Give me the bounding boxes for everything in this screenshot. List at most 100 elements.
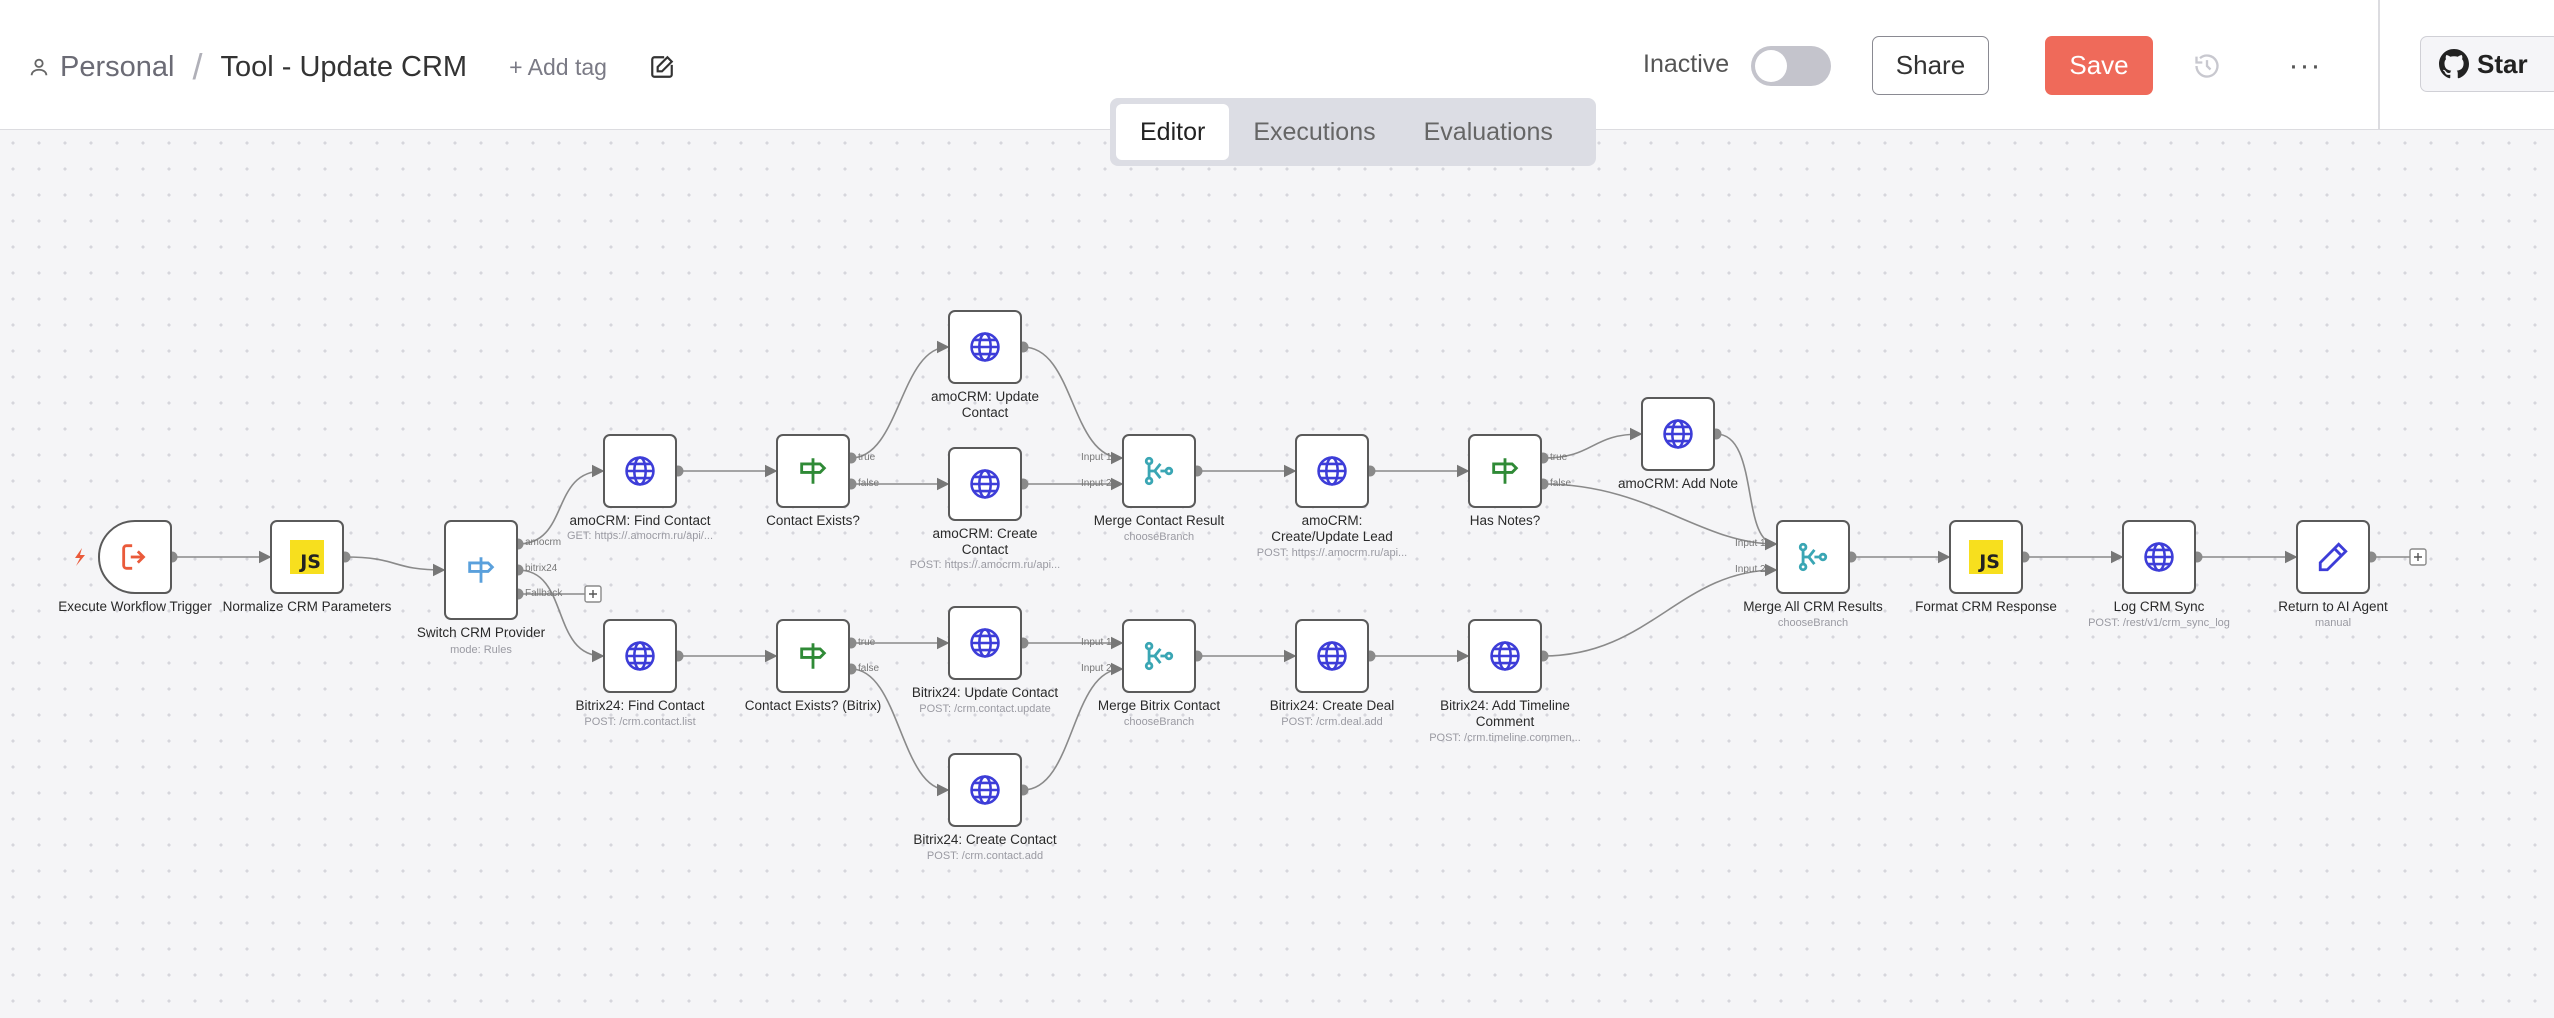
node-subtitle: POST: /crm.contact.list <box>584 716 696 728</box>
view-tabs: Editor Executions Evaluations <box>1110 98 1596 166</box>
node-label: Normalize CRM Parameters <box>222 599 392 614</box>
toggle-knob <box>1755 50 1787 82</box>
node-subtitle: POST: https://.amocrm.ru/api... <box>909 559 1061 571</box>
pencil-icon <box>2318 542 2348 572</box>
js-icon: JS <box>290 540 324 574</box>
workspace-link[interactable]: Personal <box>60 50 175 83</box>
wire-switch-amofind <box>517 464 605 545</box>
globe-icon <box>970 775 1000 805</box>
active-toggle[interactable] <box>1751 46 1831 86</box>
node-contact-exists-bitrix[interactable] <box>776 619 850 693</box>
star-label: Star <box>2477 48 2528 79</box>
github-star-button[interactable]: Star <box>2420 36 2554 92</box>
node-merge-all-crm-results[interactable] <box>1776 520 1850 594</box>
port-label: bitrix24 <box>525 563 558 574</box>
port-label: Input 1 <box>1081 452 1112 463</box>
edit-description-icon[interactable] <box>649 54 675 80</box>
wire-timeline-mergeall <box>1542 563 1778 657</box>
port-label: Fallback <box>525 588 563 599</box>
node-log-crm-sync[interactable] <box>2122 520 2196 594</box>
port-label: Input 2 <box>1081 478 1112 489</box>
save-button[interactable]: Save <box>2045 36 2153 95</box>
node-label: Bitrix24: Add Timeline Comment <box>1440 698 1570 729</box>
js-icon: JS <box>1969 540 2003 574</box>
more-options-icon[interactable]: ··· <box>2288 49 2322 82</box>
node-subtitle: GET: https://.amocrm.ru/api/... <box>566 530 714 542</box>
node-label: amoCRM: Create/Update Lead <box>1271 513 1393 544</box>
node-subtitle: POST: https://.amocrm.ru/api... <box>1256 547 1408 559</box>
globe-icon <box>970 469 1000 499</box>
wire-notes-addnote <box>1542 427 1643 459</box>
sign-in-icon <box>122 544 146 570</box>
node-label: Log CRM Sync <box>2113 599 2205 614</box>
header-divider <box>2378 0 2380 130</box>
node-merge-bitrix-contact[interactable] <box>1122 619 1196 693</box>
node-amocrm-create-update-lead[interactable] <box>1295 434 1369 508</box>
merge-icon <box>1144 456 1174 486</box>
tab-evaluations[interactable]: Evaluations <box>1423 117 1553 146</box>
node-contact-exists[interactable] <box>776 434 850 508</box>
node-label: amoCRM: Create Contact <box>932 526 1038 557</box>
workflow-status-label: Inactive <box>1643 50 1730 78</box>
history-icon[interactable] <box>2193 52 2221 80</box>
node-bitrix24-create-deal[interactable] <box>1295 619 1369 693</box>
port-label: Input 1 <box>1735 538 1766 549</box>
node-label: Contact Exists? <box>766 513 860 528</box>
node-subtitle: POST: /crm.contact.add <box>926 850 1044 862</box>
node-label: Merge Contact Result <box>1093 513 1225 528</box>
person-icon <box>30 58 48 76</box>
node-label: Return to AI Agent <box>2278 599 2388 614</box>
wire-normalize-switch <box>344 556 446 577</box>
tab-editor[interactable]: Editor <box>1116 104 1230 160</box>
node-subtitle: POST: /crm.timeline.commen... <box>1429 732 1581 744</box>
node-bitrix24-create-contact[interactable] <box>948 753 1022 827</box>
port-label: true <box>858 637 876 648</box>
port-label: amocrm <box>525 537 562 548</box>
node-label: amoCRM: Update Contact <box>930 389 1040 420</box>
node-format-crm-response[interactable]: JS <box>1949 520 2023 594</box>
node-execute-workflow-trigger[interactable] <box>98 520 172 594</box>
node-bitrix24-add-timeline-comment[interactable] <box>1468 619 1542 693</box>
globe-icon <box>970 628 1000 658</box>
node-subtitle: chooseBranch <box>1777 617 1849 629</box>
node-has-notes[interactable] <box>1468 434 1542 508</box>
node-amocrm-create-contact[interactable] <box>948 447 1022 521</box>
node-amocrm-update-contact[interactable] <box>948 310 1022 384</box>
wire-bxexists-create <box>850 668 950 797</box>
globe-icon <box>1490 641 1520 671</box>
globe-icon <box>625 456 655 486</box>
tab-executions[interactable]: Executions <box>1253 117 1376 146</box>
node-bitrix24-find-contact[interactable] <box>603 619 677 693</box>
node-label: Has Notes? <box>1469 513 1541 528</box>
signpost-icon <box>1492 458 1519 484</box>
node-switch-crm-provider[interactable] <box>444 520 518 620</box>
node-label: Bitrix24: Find Contact <box>575 698 705 713</box>
node-normalize-crm-parameters[interactable]: JS <box>270 520 344 594</box>
share-button[interactable]: Share <box>1872 36 1989 95</box>
wire-notes-mergeall <box>1542 483 1778 551</box>
wire-switch-bxfind <box>517 569 605 663</box>
port-label: Input 2 <box>1735 564 1766 575</box>
port-label: Input 2 <box>1081 663 1112 674</box>
node-merge-contact-result[interactable] <box>1122 434 1196 508</box>
wire-exists-update <box>850 340 950 459</box>
github-icon <box>2439 49 2469 79</box>
node-return-to-ai-agent[interactable] <box>2296 520 2370 594</box>
node-subtitle: manual <box>2314 617 2352 629</box>
node-label: Execute Workflow Trigger <box>58 599 212 614</box>
globe-icon <box>625 641 655 671</box>
add-tag-button[interactable]: + Add tag <box>509 53 607 80</box>
node-label: amoCRM: Find Contact <box>569 513 711 528</box>
merge-icon <box>1798 542 1828 572</box>
node-label: Merge Bitrix Contact <box>1097 698 1221 713</box>
node-bitrix24-update-contact[interactable] <box>948 606 1022 680</box>
workflow-title[interactable]: Tool - Update CRM <box>220 50 468 83</box>
node-amocrm-add-note[interactable] <box>1641 397 1715 471</box>
node-label: Contact Exists? (Bitrix) <box>744 698 882 713</box>
node-amocrm-find-contact[interactable] <box>603 434 677 508</box>
node-label: Merge All CRM Results <box>1743 599 1883 614</box>
port-label: false <box>858 478 880 489</box>
breadcrumb-separator: / <box>192 46 203 87</box>
signpost-icon <box>800 458 827 484</box>
merge-icon <box>1144 641 1174 671</box>
